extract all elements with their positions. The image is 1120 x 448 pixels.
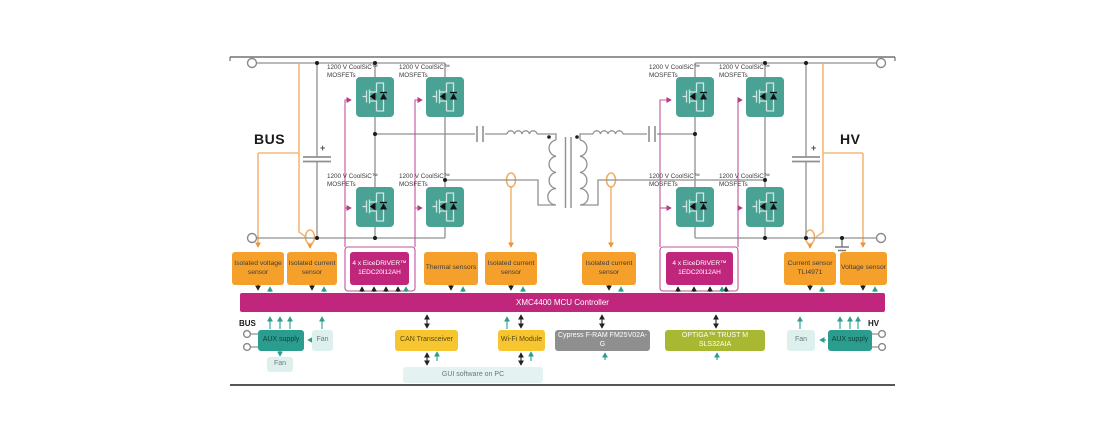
mosfet-label-6: 1200 V CoolSiC™ MOSFETs bbox=[399, 173, 451, 188]
mcu-controller-bar: XMC4400 MCU Controller bbox=[240, 293, 885, 312]
wifi-module-block: Wi-Fi Module bbox=[498, 330, 545, 351]
mosfet-block-4 bbox=[746, 77, 784, 117]
bus-terminal-label: BUS bbox=[239, 319, 256, 328]
mosfet-label-8: 1200 V CoolSiC™ MOSFETs bbox=[719, 173, 771, 188]
orange-sense-wires bbox=[255, 64, 866, 249]
optiga-trust-m-block: OPTIGA™ TRUST M SLS32AIA bbox=[665, 330, 765, 351]
voltage-sensor-hv-block: Voltage sensor bbox=[840, 252, 887, 285]
can-transceiver-block: CAN Transceiver bbox=[395, 330, 458, 351]
bus-label: BUS bbox=[254, 131, 286, 147]
mosfet-label-2: 1200 V CoolSiC™ MOSFETs bbox=[399, 64, 451, 79]
current-sensor-tli4971-block: Current sensor TLI4971 bbox=[784, 252, 836, 285]
mosfet-block-6 bbox=[426, 187, 464, 227]
mosfet-block-8 bbox=[746, 187, 784, 227]
aux-supply-right-block: AUX supply bbox=[828, 330, 872, 351]
mosfet-label-3: 1200 V CoolSiC™ MOSFETs bbox=[649, 64, 701, 79]
figure-frame bbox=[229, 56, 896, 386]
gate-driver-left-block: 4 x EiceDRIVER™ 1EDC20I12AH bbox=[350, 252, 409, 285]
mosfet-block-5 bbox=[356, 187, 394, 227]
aux-power-arrows bbox=[267, 286, 878, 361]
isolated-current-sensor-primary-block: Isolated current sensor bbox=[485, 252, 537, 285]
aux-supply-left-block: AUX supply bbox=[258, 330, 304, 351]
hv-terminal-label: HV bbox=[868, 319, 880, 328]
mosfet-block-7 bbox=[676, 187, 714, 227]
cypress-fram-block: Cypress F-RAM FM25V02A-G bbox=[555, 330, 650, 351]
fan-right-block: Fan bbox=[787, 330, 815, 351]
terminal-circles bbox=[242, 57, 887, 352]
capacitor-plus-right: + bbox=[811, 143, 817, 153]
gate-driver-right-block: 4 x EiceDRIVER™ 1EDC20I12AH bbox=[666, 252, 733, 285]
isolated-voltage-sensor-block: Isolated voltage sensor bbox=[232, 252, 284, 285]
junction-dots bbox=[315, 61, 844, 240]
isolated-current-sensor-bus-block: Isolated current sensor bbox=[287, 252, 337, 285]
sensor-to-mcu-arrows bbox=[255, 285, 866, 366]
mosfet-block-3 bbox=[676, 77, 714, 117]
mosfet-label-4: 1200 V CoolSiC™ MOSFETs bbox=[719, 64, 771, 79]
hv-label: HV bbox=[840, 131, 861, 147]
isolated-current-sensor-secondary-block: Isolated current sensor bbox=[582, 252, 636, 285]
fan-left-block: Fan bbox=[312, 330, 333, 351]
mosfet-block-2 bbox=[426, 77, 464, 117]
gui-software-block: GUI software on PC bbox=[403, 367, 543, 383]
fan-left-lower-block: Fan bbox=[267, 357, 293, 372]
mosfet-block-1 bbox=[356, 77, 394, 117]
gate-drive-wires bbox=[344, 97, 743, 292]
thermal-sensors-block: Thermal sensors bbox=[424, 252, 478, 285]
mosfet-label-5: 1200 V CoolSiC™ MOSFETs bbox=[327, 173, 379, 188]
capacitor-plus-left: + bbox=[320, 143, 326, 153]
mosfet-label-1: 1200 V CoolSiC™ MOSFETs bbox=[327, 64, 379, 79]
mosfet-label-7: 1200 V CoolSiC™ MOSFETs bbox=[649, 173, 701, 188]
